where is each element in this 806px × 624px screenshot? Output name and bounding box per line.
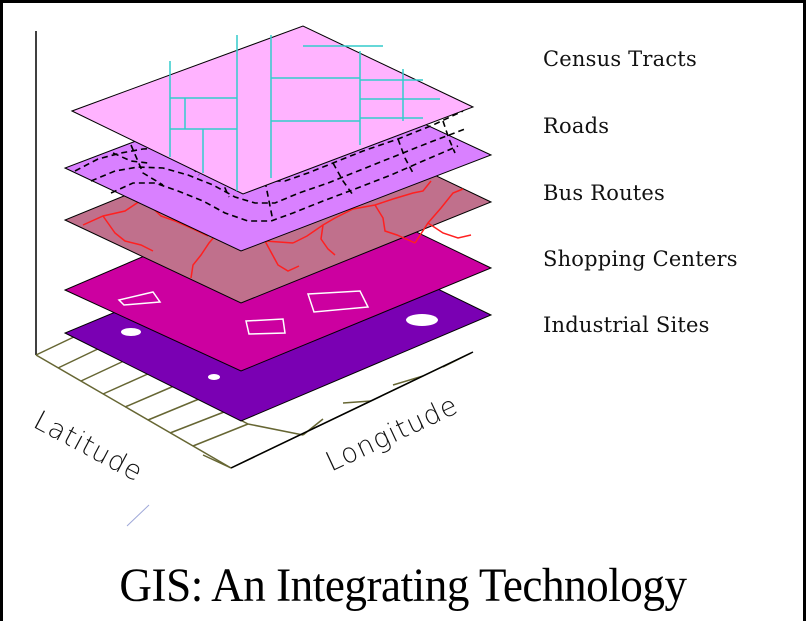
longitude-axis-line: [230, 351, 474, 469]
layer-label-shopping-centers: Shopping Centers: [543, 247, 738, 271]
figure-caption: GIS: An Integrating Technology: [119, 559, 687, 612]
industrial-site-2: [208, 374, 220, 380]
layer-label-industrial-sites: Industrial Sites: [543, 313, 710, 337]
layer-label-census-tracts: Census Tracts: [543, 47, 697, 71]
gis-layer-diagram: [35, 25, 493, 527]
shopping-center-outlines: [117, 290, 370, 335]
layer-label-bus-routes: Bus Routes: [543, 181, 666, 205]
census-tracts-layer: [70, 25, 475, 195]
industrial-site-1: [121, 328, 141, 336]
stray-mark: [126, 504, 150, 527]
layer-label-roads: Roads: [543, 114, 610, 138]
census-tract-lines: [169, 35, 440, 191]
industrial-site-3: [406, 314, 438, 326]
